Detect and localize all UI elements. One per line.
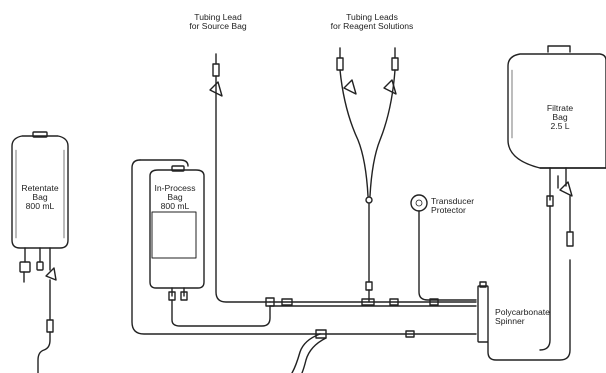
connector-icon [19,261,31,273]
inprocess-bag [131,159,321,335]
pinch-clamp-icon [383,79,397,95]
label-inprocess-bag: In-Process Bag 800 mL [154,183,196,211]
pinch-clamp-icon [559,181,573,197]
retentate-bag [11,131,69,373]
label-spinner: Polycarbonate Spinner [495,307,550,326]
label-transducer: Transducer Protector [431,196,475,215]
pinch-clamp-icon [45,267,57,281]
source-tubing-lead [209,53,271,303]
label-tubing-reagent: Tubing Leads for Reagent Solutions [330,12,414,31]
label-tubing-source: Tubing Lead for Source Bag [189,12,247,31]
transducer-protector [410,194,477,301]
manifold-tubing [265,297,477,373]
reagent-tubing-leads [336,47,399,303]
label-retentate-bag: Retentate Bag 800 mL [21,183,59,211]
filtrate-bag [507,45,606,351]
polycarbonate-spinner [477,259,571,361]
label-filtrate-bag: Filtrate Bag 2.5 L [546,103,574,131]
pinch-clamp-icon [343,79,357,95]
